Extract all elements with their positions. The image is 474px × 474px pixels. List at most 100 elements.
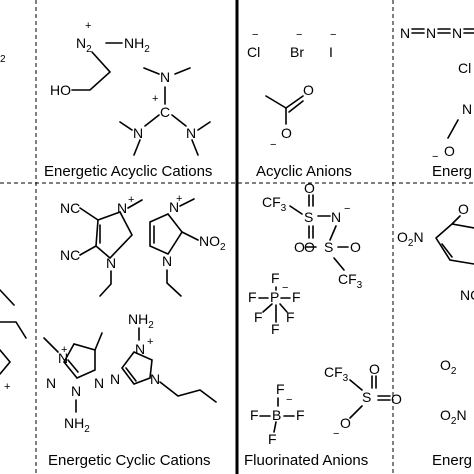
- guanidinium-n-left-methyls: [119, 121, 141, 156]
- pf6-p: P: [270, 289, 279, 305]
- triazolium-n-top: N: [135, 341, 145, 357]
- right-nc-fragment: NC: [460, 287, 474, 303]
- iodide-minus: −: [330, 29, 336, 41]
- hydrazinium-nh-atom: N2: [76, 35, 92, 55]
- hydrazinium-plus: +: [85, 20, 91, 32]
- fluorinated-anions-panel: CF3 S O O N − S O O CF3 F F F P − F F F: [244, 180, 402, 469]
- acetate-carbonyl-o: O: [303, 82, 314, 98]
- triflate-s: S: [362, 389, 371, 405]
- tetrazolium-nh2: NH2: [64, 415, 90, 435]
- guanidinium-c-n-right-bond: [171, 114, 187, 127]
- bromide-atom: Br: [290, 44, 304, 60]
- fluorinated-anions-label: Fluorinated Anions: [244, 452, 368, 469]
- energetic-acyclic-cations-label: Energetic Acyclic Cations: [44, 163, 212, 180]
- bf4-f-right: F: [296, 407, 305, 423]
- aminotriazolium-structure: NH2 N + N N: [110, 311, 217, 403]
- right-azide-bond-3: [463, 28, 474, 34]
- triazolium-nh2-top: NH2: [128, 311, 154, 331]
- bf4-f-bottom: F: [268, 431, 277, 447]
- guanidinium-c-atom: C: [160, 104, 170, 120]
- tetrazolium-plus: +: [61, 344, 67, 356]
- ntf2-cf3-left: CF3: [262, 194, 287, 214]
- ntf2-bond-cf3-s: [289, 205, 303, 215]
- right-partial-column: N N N Cl N O − Energ O2N O NC O2 O2N Ene…: [397, 25, 474, 469]
- pf6-f-top: F: [271, 270, 280, 286]
- triazolium-n-bottom: N: [150, 371, 160, 387]
- pf6-minus: −: [282, 282, 288, 294]
- nitro-no2-group: NO2: [199, 233, 226, 253]
- hydroxyethylhydrazinium-structure: + N2 NH2 HO: [50, 20, 150, 98]
- hydroxyl-atom: HO: [50, 82, 71, 98]
- ntf2-bond-s-cf3: [333, 257, 345, 271]
- chloride-minus: −: [252, 29, 258, 41]
- nitro-n-top: N: [169, 199, 179, 215]
- energetic-cyclic-cations-label: Energetic Cyclic Cations: [48, 452, 211, 469]
- pf6-f-bottom-left: F: [254, 309, 263, 325]
- pf6-f-bottom-right: F: [286, 309, 295, 325]
- right-azide: N: [400, 25, 410, 41]
- right-azide-n2: N: [426, 25, 436, 41]
- bistriflimide-structure: CF3 S O O N − S O O CF3: [262, 180, 363, 291]
- nitroimidazolium-structure: N + N NO2: [149, 193, 226, 297]
- pf6-f-left: F: [248, 289, 257, 305]
- iodide-atom: I: [329, 44, 333, 60]
- hexafluorophosphate-structure: F F F P − F F F: [248, 270, 301, 337]
- ntf2-s-left: S: [304, 209, 313, 225]
- dicyano-plus: +: [128, 194, 134, 206]
- right-o2-a: O2: [440, 357, 457, 377]
- right-cl-atom: Cl: [458, 60, 471, 76]
- bf4-minus: −: [286, 394, 292, 406]
- tetrazolium-methyls: [43, 332, 103, 353]
- energetic-acyclic-cations-panel: + N2 NH2 HO N + C N N Energetic Acyclic …: [44, 20, 212, 180]
- right-bottom-label-partial: Energ: [432, 452, 472, 469]
- hexamethylguanidinium-structure: N + C N N: [119, 67, 211, 156]
- tetrafluoroborate-structure: F − F B F F: [250, 381, 305, 447]
- right-o2n-group: O2N: [397, 229, 424, 249]
- dicyano-nc-bonds: [79, 207, 99, 256]
- right-azide-n3: N: [452, 25, 462, 41]
- pf6-bonds: [258, 286, 291, 323]
- chloride-atom: Cl: [247, 44, 260, 60]
- triazolium-n-left: N: [110, 371, 120, 387]
- hydrazinium-nh2-atom: NH2: [124, 35, 150, 55]
- energetic-cyclic-cations-panel: NC NC N + N N + N NO2 N: [43, 193, 226, 469]
- tetrazolium-ring: [63, 343, 96, 379]
- dicyano-ring: [95, 211, 133, 260]
- triflate-cf3: CF3: [324, 364, 349, 384]
- triflate-o-minus: O: [340, 415, 351, 431]
- tetrazolium-n-bottom: N: [71, 383, 81, 399]
- guanidinium-n-top: N: [160, 69, 170, 85]
- tetrazolium-ring-double: [67, 359, 79, 373]
- ntf2-s-right: S: [324, 239, 333, 255]
- triflate-structure: CF3 S O O O −: [324, 361, 402, 440]
- left-partial-charge: +: [4, 381, 10, 393]
- triazolium-butyl: [159, 381, 217, 403]
- right-azide-bond-2: [437, 28, 451, 34]
- bromide-minus: −: [296, 29, 302, 41]
- left-partial-bond-2: [0, 321, 27, 339]
- acetate-methyl-bond: [265, 95, 287, 109]
- nitro-n-bottom: N: [162, 253, 172, 269]
- dicyano-nc-bottom: NC: [60, 247, 80, 263]
- right-n-o-bond: [447, 119, 459, 139]
- triflate-bond-c-s: [349, 379, 363, 391]
- right-o-minus-charge: −: [432, 151, 438, 163]
- guanidinium-n-top-methyls: [143, 67, 191, 75]
- ntf2-bond-n-s: [329, 225, 337, 241]
- triflate-minus: −: [333, 428, 339, 440]
- tetrazolium-n-top: N: [58, 350, 68, 366]
- pf6-f-bottom: F: [271, 321, 280, 337]
- triflate-bond-s-o: [349, 405, 363, 419]
- ntf2-s-left-oxo: [308, 194, 314, 239]
- left-partial-column: 2 +: [0, 54, 27, 393]
- triflate-oxo-bonds: [371, 375, 391, 401]
- bf4-f-left: F: [250, 407, 259, 423]
- hydroxyethyl-chain: [71, 51, 112, 91]
- left-partial-subscript: 2: [0, 54, 6, 65]
- halide-anions: − Cl − Br − I: [247, 29, 336, 60]
- right-picrate-ring: [435, 215, 474, 265]
- acyclic-anions-label: Acyclic Anions: [256, 163, 352, 180]
- tetrazolium-n-right: N: [94, 375, 104, 391]
- right-top-label-partial: Energ: [432, 163, 472, 180]
